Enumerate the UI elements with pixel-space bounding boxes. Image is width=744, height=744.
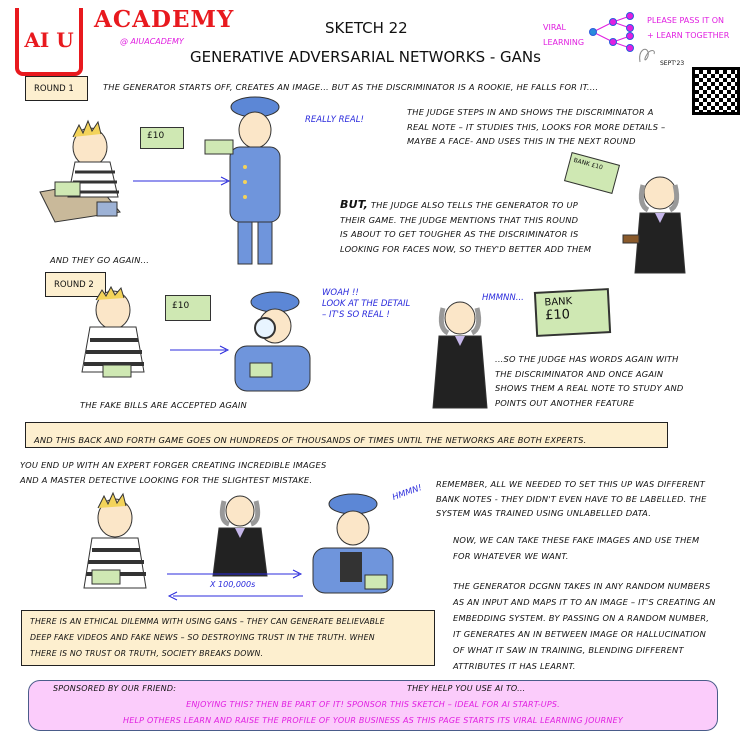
text-line: SYSTEM WAS TRAINED USING UNLABELLED DATA…	[436, 508, 652, 518]
text-line: YOU END UP WITH AN EXPERT FORGER CREATIN…	[20, 460, 327, 470]
text-line: POINTS OUT ANOTHER FEATURE	[495, 397, 635, 408]
text-line: IT GENERATES AN IN BETWEEN IMAGE OR HALL…	[453, 629, 706, 639]
date: SEPT'23	[660, 60, 685, 67]
logo: AI U	[15, 8, 83, 76]
qr-code	[692, 67, 740, 115]
speech-line: WOAH !!	[322, 288, 359, 298]
text-line: MAYBE A FACE- AND USES THIS IN THE NEXT …	[407, 136, 636, 146]
loop-box: AND THIS BACK AND FORTH GAME GOES ON HUN…	[25, 422, 668, 448]
judge-words-again-text: ...SO THE JUDGE HAS WORDS AGAIN WITH THE…	[495, 352, 683, 410]
sponsor-line-2: HELP OTHERS LEARN AND RAISE THE PROFILE …	[123, 716, 623, 725]
real-bank-note: BANK £10	[563, 152, 621, 194]
iterations-label: X 100,000s	[210, 580, 256, 589]
text-line: THERE IS AN ETHICAL DILEMMA WITH USING G…	[30, 617, 385, 626]
text-line: REAL NOTE – IT STUDIES THIS, LOOKS FOR M…	[407, 121, 666, 132]
discriminator-speech: REALLY REAL!	[305, 115, 364, 125]
remember-text: REMEMBER, ALL WE NEEDED TO SET THIS UP W…	[436, 477, 707, 521]
judge-steps-in-text: THE JUDGE STEPS IN AND SHOWS THE DISCRIM…	[407, 105, 665, 149]
text-line: DEEP FAKE VIDEOS AND FAKE NEWS – SO DEST…	[30, 633, 375, 642]
text-line: THE GENERATOR DCGNN TAKES IN ANY RANDOM …	[453, 581, 711, 591]
page-title: GENERATIVE ADVERSARIAL NETWORKS - GANs	[190, 48, 541, 66]
go-again-text: AND THEY GO AGAIN...	[50, 255, 150, 265]
sponsor-help: THEY HELP YOU USE AI TO...	[407, 684, 526, 693]
generator-forger-figure	[81, 285, 145, 378]
text-line: EMBEDDING SYSTEM. BY PASSING ON A RANDOM…	[453, 613, 710, 623]
handle: @ AIUACADEMY	[120, 37, 184, 46]
text-line: IS ABOUT TO GET TOUGHER AS THE DISCRIMIN…	[340, 229, 579, 239]
discriminator-speech: WOAH !! LOOK AT THE DETAIL – IT'S SO REA…	[322, 288, 410, 321]
fake-note: £10	[165, 295, 211, 321]
text-line: THERE IS NO TRUST OR TRUTH, SOCIETY BREA…	[30, 649, 264, 658]
text-line: THE DISCRIMINATOR AND ONCE AGAIN	[495, 368, 664, 379]
sponsor-line-1: ENJOYING THIS? THEN BE PART OF IT! SPONS…	[186, 700, 560, 709]
arrow-right	[170, 345, 230, 355]
discriminator-police-figure	[204, 96, 281, 265]
speech-line: LOOK AT THE DETAIL	[322, 299, 411, 309]
brand-name: ACADEMY	[94, 6, 235, 33]
sponsor-box[interactable]: SPONSORED BY OUR FRIEND: THEY HELP YOU U…	[28, 680, 718, 731]
text-line: REMEMBER, ALL WE NEEDED TO SET THIS UP W…	[436, 479, 706, 489]
note-text: £10	[147, 131, 165, 141]
now-text: NOW, WE CAN TAKE THESE FAKE IMAGES AND U…	[453, 532, 699, 564]
but-text: BUT, THE JUDGE ALSO TELLS THE GENERATOR …	[340, 198, 591, 256]
loop-text: AND THIS BACK AND FORTH GAME GOES ON HUN…	[34, 435, 587, 445]
text-line: SHOWS THEM A REAL NOTE TO STUDY AND	[495, 383, 684, 393]
cycle-arrows	[167, 569, 303, 601]
sponsor-label: SPONSORED BY OUR FRIEND:	[53, 684, 177, 693]
pass-it-on: PLEASE PASS IT ON + LEARN TOGETHER	[647, 13, 729, 43]
text-line: THE JUDGE STEPS IN AND SHOWS THE DISCRIM…	[407, 107, 654, 117]
end-intro: YOU END UP WITH AN EXPERT FORGER CREATIN…	[20, 458, 326, 487]
round-2-label: ROUND 2	[45, 272, 106, 297]
round-label-text: ROUND 1	[34, 84, 74, 94]
text-line: THEIR GAME. THE JUDGE MENTIONS THAT THIS…	[340, 214, 579, 225]
discriminator-magnifier-figure	[234, 291, 311, 392]
generator-forger-figure	[39, 119, 121, 223]
note-text: BANK £10	[572, 156, 604, 172]
text-line: BANK NOTES - THEY DIDN'T EVEN HAVE TO BE…	[436, 493, 707, 504]
text-line: NOW, WE CAN TAKE THESE FAKE IMAGES AND U…	[453, 535, 700, 545]
signature	[639, 48, 655, 63]
text-line: AS AN INPUT AND MAPS IT TO AN IMAGE – IT…	[453, 597, 716, 607]
expert-forger-figure	[83, 491, 147, 589]
viral-learning: VIRAL LEARNING	[543, 20, 584, 50]
pass-line: + LEARN TOGETHER	[647, 31, 730, 40]
text-line: THE JUDGE ALSO TELLS THE GENERATOR TO UP	[370, 200, 578, 210]
judge-figure	[622, 176, 686, 274]
viral-line: VIRAL	[543, 23, 566, 32]
text-line: FOR WHATEVER WE WANT.	[453, 551, 569, 561]
sketch-number: SKETCH 22	[325, 19, 408, 37]
judge-speech: HMMNN...	[482, 293, 524, 303]
text-line: OF WHAT IT SAW IN TRAINING, BLENDING DIF…	[453, 645, 684, 655]
note-text: £10	[172, 301, 190, 311]
dcgan-text: THE GENERATOR DCGNN TAKES IN ANY RANDOM …	[453, 578, 716, 674]
text-line: ...SO THE JUDGE HAS WORDS AGAIN WITH	[495, 354, 679, 364]
fake-note: £10	[140, 127, 184, 149]
judge-figure	[212, 495, 268, 577]
network-dots-icon	[589, 12, 634, 52]
round-label-text: ROUND 2	[54, 280, 94, 290]
expert-detective-figure	[312, 493, 394, 594]
but-emphasis: BUT,	[340, 198, 369, 211]
ethics-box: THERE IS AN ETHICAL DILEMMA WITH USING G…	[21, 610, 435, 666]
note-text: £10	[544, 307, 571, 324]
judge-figure	[432, 301, 488, 409]
arrow-right	[133, 176, 231, 186]
round-1-intro: THE GENERATOR STARTS OFF, CREATES AN IMA…	[103, 82, 599, 92]
speech-line: – IT'S SO REAL !	[322, 310, 390, 320]
logo-text: AI U	[24, 28, 74, 52]
viral-line: LEARNING	[543, 38, 585, 47]
pass-line: PLEASE PASS IT ON	[647, 16, 725, 25]
text-line: ATTRIBUTES IT HAS LEARNT.	[453, 661, 576, 671]
real-bank-note: BANK£10	[533, 288, 612, 337]
text-line: AND A MASTER DETECTIVE LOOKING FOR THE S…	[20, 474, 313, 485]
text-line: LOOKING FOR FACES NOW, SO THEY'D BETTER …	[340, 243, 592, 254]
accepted-text: THE FAKE BILLS ARE ACCEPTED AGAIN	[80, 400, 247, 410]
round-1-label: ROUND 1	[25, 76, 88, 101]
detective-speech: HMMN!	[391, 483, 424, 504]
